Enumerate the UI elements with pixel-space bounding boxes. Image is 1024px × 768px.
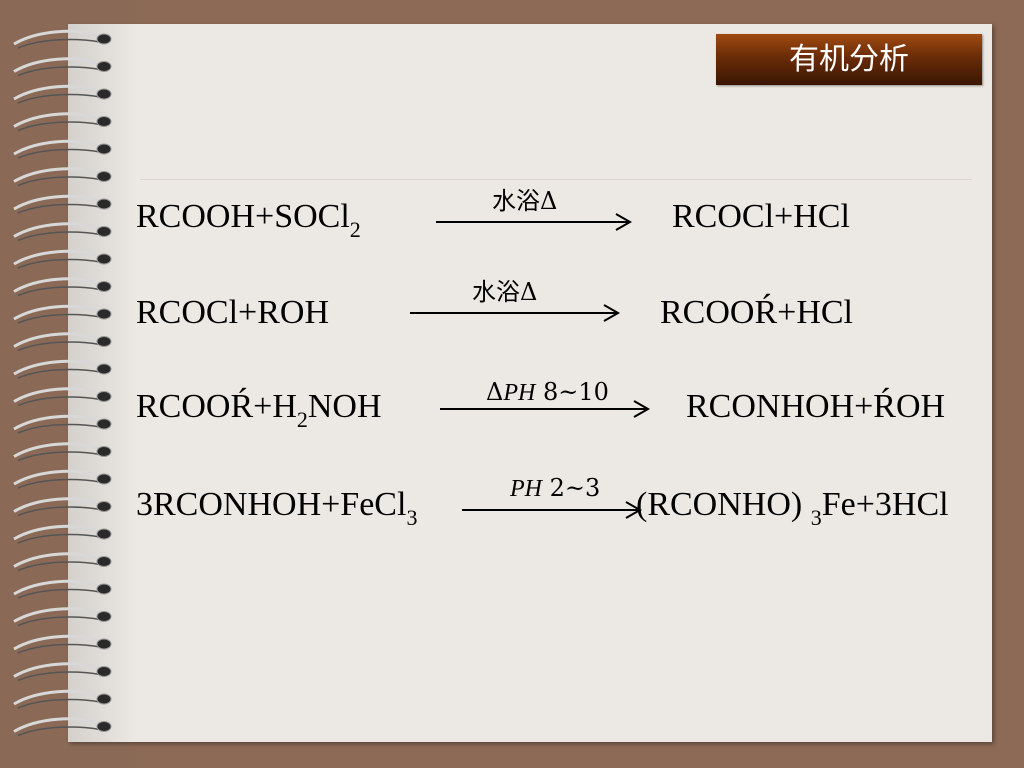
spiral-ring (13, 167, 99, 183)
spiral-hole (96, 473, 112, 485)
spiral-ring (13, 277, 99, 293)
spiral-hole (96, 281, 112, 292)
spiral-hole (96, 308, 112, 320)
spiral-ring-shadow (17, 533, 101, 544)
spiral-ring-shadow (17, 66, 101, 77)
spiral-hole (96, 116, 112, 127)
spiral-ring-shadow (17, 176, 101, 187)
spiral-ring (13, 552, 99, 568)
spiral-ring (13, 194, 99, 211)
spiral-ring (13, 442, 99, 458)
reaction-3-condition: ΔPH 8~10 (486, 378, 609, 406)
reaction-3-reactants: RCOOŔ+H2NOH (136, 388, 382, 432)
spiral-ring (13, 414, 99, 431)
spiral-ring-shadow (17, 368, 101, 379)
reaction-4-products: (RCONHO) 3Fe+3HCl (636, 486, 949, 530)
spiral-hole (96, 253, 112, 265)
reaction-2-arrow-icon (410, 304, 621, 322)
spiral-ring-shadow (17, 341, 101, 352)
spiral-hole (96, 418, 112, 430)
spiral-ring (13, 84, 99, 101)
spiral-hole (96, 61, 112, 72)
spiral-ring (13, 222, 99, 238)
spiral-ring-shadow (17, 478, 101, 489)
spiral-ring-shadow (17, 671, 101, 682)
spiral-ring-shadow (17, 451, 101, 462)
spiral-hole (96, 666, 112, 677)
spiral-hole (96, 611, 112, 622)
spiral-ring (13, 634, 99, 651)
spiral-ring (13, 717, 99, 733)
spiral-ring (13, 662, 99, 678)
spiral-ring (13, 112, 99, 128)
spiral-hole (96, 391, 112, 402)
reaction-3-arrow-icon (440, 400, 651, 418)
spiral-hole (96, 638, 112, 650)
spiral-hole (96, 363, 112, 375)
reaction-3-products: RCONHOH+ŔOH (686, 388, 946, 425)
spiral-ring-shadow (17, 643, 101, 654)
spiral-ring (13, 497, 99, 513)
spiral-hole (96, 446, 112, 457)
spiral-ring-shadow (17, 258, 101, 269)
spiral-hole (96, 143, 112, 155)
spiral-ring-shadow (17, 93, 101, 104)
spiral-hole (96, 721, 112, 732)
spiral-hole (96, 171, 112, 182)
spiral-ring (13, 29, 99, 46)
spiral-ring (13, 469, 99, 486)
spiral-ring-shadow (17, 148, 101, 159)
spiral-ring-shadow (17, 561, 101, 572)
spiral-ring-shadow (17, 698, 101, 709)
spiral-ring-shadow (17, 396, 101, 407)
spiral-hole (96, 693, 112, 705)
spiral-ring (13, 57, 99, 73)
reaction-4-arrow-icon (462, 501, 643, 519)
spiral-hole (96, 501, 112, 512)
reaction-1-reactants: RCOOH+SOCl2 (136, 198, 361, 242)
spiral-ring (13, 579, 99, 596)
spiral-hole (96, 336, 112, 347)
spiral-hole (96, 556, 112, 567)
spiral-ring-shadow (17, 38, 101, 49)
spiral-ring (13, 359, 99, 376)
spiral-ring (13, 689, 99, 706)
reaction-1-arrow-icon (436, 213, 633, 231)
spiral-ring-shadow (17, 203, 101, 214)
spiral-ring (13, 524, 99, 541)
spiral-ring-shadow (17, 231, 101, 242)
spiral-ring-shadow (17, 286, 101, 297)
spiral-ring (13, 304, 99, 321)
spiral-ring (13, 387, 99, 403)
spiral-ring-shadow (17, 313, 101, 324)
spiral-ring-shadow (17, 588, 101, 599)
spiral-hole (96, 583, 112, 595)
reaction-1-condition: 水浴Δ (492, 187, 558, 215)
spiral-ring-shadow (17, 121, 101, 132)
spiral-ring-shadow (17, 423, 101, 434)
reaction-2-reactants: RCOCl+ROH (136, 294, 329, 331)
spiral-hole (96, 88, 112, 100)
reaction-4-reactants: 3RCONHOH+FeCl3 (136, 486, 418, 530)
reaction-4-condition: PH 2~3 (510, 474, 601, 502)
spiral-hole (96, 198, 112, 210)
spiral-hole (96, 33, 112, 45)
spiral-ring (13, 607, 99, 623)
spiral-ring (13, 249, 99, 266)
reaction-2-condition: 水浴Δ (472, 278, 538, 306)
reaction-2-products: RCOOŔ+HCl (660, 294, 853, 331)
spiral-hole (96, 528, 112, 540)
spiral-binding-icon (13, 29, 112, 737)
slide-title: 有机分析 (716, 34, 982, 85)
divider-line (140, 179, 972, 180)
spiral-ring-shadow (17, 726, 101, 737)
spiral-ring (13, 332, 99, 348)
spiral-ring (13, 139, 99, 156)
spiral-ring-shadow (17, 616, 101, 627)
reaction-1-products: RCOCl+HCl (672, 198, 850, 235)
notebook-page (68, 24, 992, 742)
spiral-ring-shadow (17, 506, 101, 517)
spiral-hole (96, 226, 112, 237)
